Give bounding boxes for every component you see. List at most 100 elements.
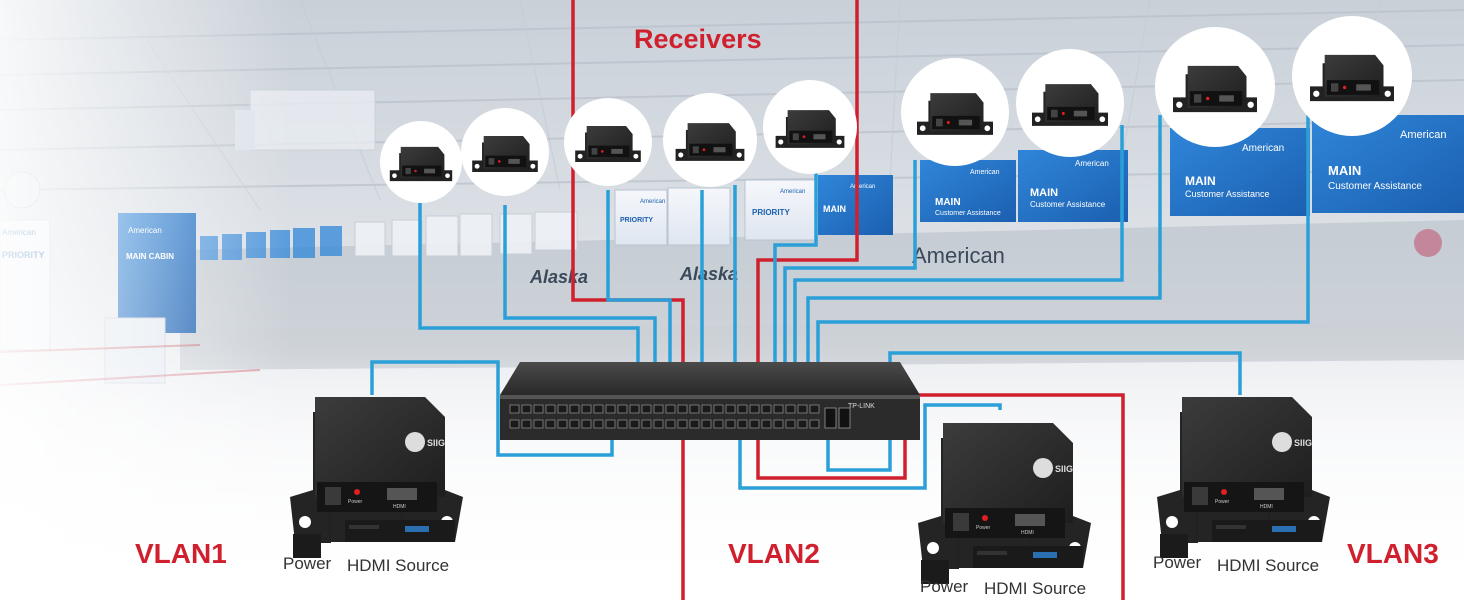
extender-front-panel — [402, 165, 442, 177]
bracket-hole — [392, 173, 397, 179]
hdmi-port — [1219, 95, 1234, 102]
switch-sfp-port — [824, 407, 837, 429]
switch-port-bottom — [509, 419, 520, 429]
display-window — [1272, 526, 1296, 532]
switch-port-top — [545, 404, 556, 414]
siig-brand-label: SIIG — [1055, 464, 1073, 474]
cable-rx9 — [806, 115, 1162, 368]
hdmi-port — [611, 148, 623, 154]
bracket-hole — [736, 152, 742, 158]
hdmi-port — [387, 488, 417, 500]
vlan1-hdmi-source-label: HDMI Source — [347, 556, 450, 575]
extender-unit — [917, 93, 993, 135]
vlan3-power-label: Power — [1153, 553, 1202, 572]
bracket-hole — [1034, 116, 1041, 123]
hdmi-port — [424, 168, 436, 174]
siig-logo-icon — [1272, 432, 1292, 452]
sender-body — [1182, 397, 1312, 497]
switch-port-top — [581, 404, 592, 414]
extender-unit — [775, 110, 845, 148]
power-led — [1205, 96, 1210, 101]
power-port — [591, 148, 598, 155]
switch-port-top — [641, 404, 652, 414]
siig-logo-icon — [1033, 458, 1053, 478]
power-led — [1342, 85, 1347, 90]
switch-port-bottom — [557, 419, 568, 429]
switch-port-bottom — [665, 419, 676, 429]
bracket-hole — [445, 173, 450, 179]
bracket-hole — [633, 153, 639, 159]
cable-rx6 — [773, 170, 818, 368]
extender-unit — [1173, 65, 1257, 113]
power-port — [325, 487, 341, 505]
hdmi-port — [1073, 110, 1088, 117]
switch-port-bottom — [581, 419, 592, 429]
power-port — [953, 513, 969, 531]
power-port — [1194, 94, 1202, 103]
extender-unit — [389, 146, 453, 182]
receivers-title: Receivers — [634, 24, 762, 54]
cable-rx2 — [503, 205, 657, 368]
power-led — [1221, 489, 1227, 495]
switch-port-bottom — [701, 419, 712, 429]
extender-unit — [675, 123, 745, 161]
switch-port-bottom — [809, 419, 820, 429]
power-port — [792, 133, 799, 141]
power-led — [414, 169, 417, 173]
network-switch: TP-LINK — [500, 362, 920, 440]
power-adapter-icon — [921, 560, 949, 584]
power-port — [1051, 109, 1058, 118]
extender-front-panel — [789, 130, 833, 143]
cable-rx7 — [783, 160, 917, 368]
switch-port-bottom — [689, 419, 700, 429]
switch-port-top — [557, 404, 568, 414]
hdmi-port-label: HDMI — [1260, 504, 1273, 510]
switch-port-top — [809, 404, 820, 414]
bracket-hole — [1384, 90, 1391, 97]
bracket-hole — [1313, 90, 1320, 97]
switch-port-top — [701, 404, 712, 414]
switch-brand-label: TP-LINK — [848, 403, 875, 410]
switch-port-bottom — [629, 419, 640, 429]
vlan2-hdmi-source-label: HDMI Source — [984, 579, 1087, 598]
switch-port-bottom — [521, 419, 532, 429]
hdmi-port — [1254, 488, 1284, 500]
siig-brand-label: SIIG — [1294, 438, 1312, 448]
power-cable — [320, 512, 331, 543]
vlan2-label: VLAN2 — [728, 538, 820, 569]
power-led — [600, 150, 604, 153]
switch-port-top — [533, 404, 544, 414]
power-led — [702, 148, 706, 152]
switch-port-bottom — [569, 419, 580, 429]
bracket-hole — [919, 125, 926, 132]
bracket-hole — [678, 152, 684, 158]
receiver — [763, 80, 857, 174]
bracket-hole — [530, 163, 536, 169]
bracket-hole — [577, 153, 583, 159]
switch-port-bottom — [785, 419, 796, 429]
switch-port-bottom — [773, 419, 784, 429]
disc-tray — [1216, 525, 1246, 529]
power-port — [488, 158, 495, 165]
receiver — [663, 93, 757, 187]
switch-port-bottom — [593, 419, 604, 429]
bracket-hole — [1099, 116, 1106, 123]
switch-port-top — [797, 404, 808, 414]
switch-port-top — [677, 404, 688, 414]
hdmi-port — [508, 158, 520, 164]
vlan2-trunk-right — [756, 0, 1125, 600]
hdmi-port — [1015, 514, 1045, 526]
receiver — [901, 58, 1009, 166]
switch-port-top — [785, 404, 796, 414]
switch-port-bottom — [677, 419, 688, 429]
sender-body — [315, 397, 445, 497]
extender-unit — [472, 135, 538, 173]
hdmi-port — [958, 119, 973, 126]
switch-port-top — [569, 404, 580, 414]
switch-port-bottom — [533, 419, 544, 429]
bracket-hole — [778, 139, 784, 145]
